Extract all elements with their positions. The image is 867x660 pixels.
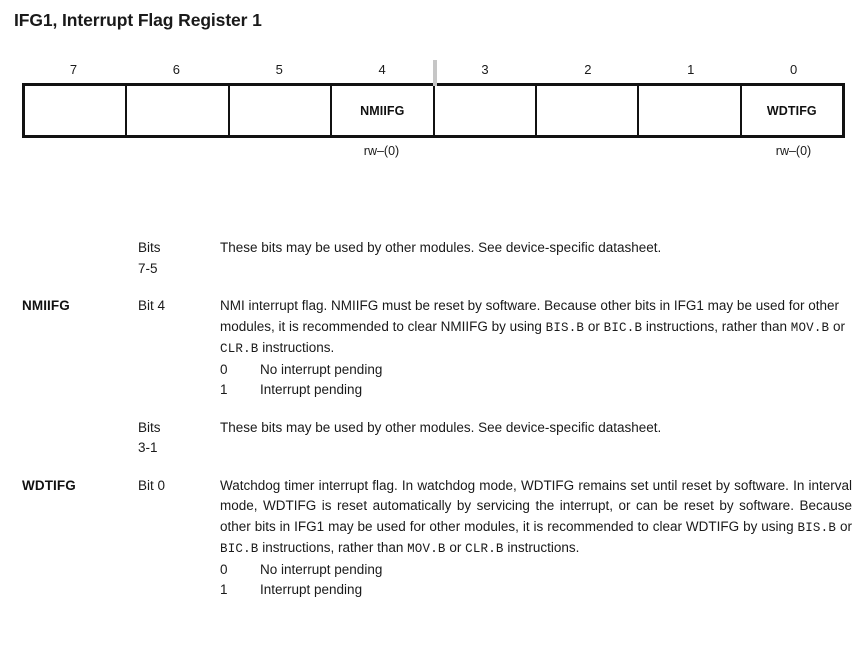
enum-key: 0 <box>220 561 228 577</box>
enum-value: Interrupt pending <box>260 582 363 597</box>
enum-item: 1 Interrupt pending <box>220 380 852 401</box>
instruction-mnemonic: BIS.B <box>797 520 837 535</box>
field-bits: Bit 4 <box>138 296 220 317</box>
field-description-text: NMI interrupt flag. NMIIFG must be reset… <box>220 296 852 360</box>
instruction-mnemonic: MOV.B <box>407 542 446 556</box>
field-description-table: Bits 7-5 These bits may be used by other… <box>22 238 852 618</box>
page-title: IFG1, Interrupt Flag Register 1 <box>14 10 262 30</box>
field-name: WDTIFG <box>22 477 76 493</box>
bit-cell-5 <box>230 86 333 135</box>
field-row-wdtifg: WDTIFG Bit 0 Watchdog timer interrupt fl… <box>22 476 852 601</box>
field-bits-line1: Bit 4 <box>138 298 166 313</box>
enum-key: 1 <box>220 582 228 597</box>
field-bits-line1: Bits <box>138 419 161 435</box>
instruction-mnemonic: MOV.B <box>790 320 830 335</box>
field-description: These bits may be used by other modules.… <box>220 238 852 259</box>
bit-number: 3 <box>481 62 489 77</box>
desc-segment: or <box>584 318 604 334</box>
instruction-mnemonic: CLR.B <box>220 342 259 356</box>
desc-segment: or <box>829 318 846 334</box>
enum-value: Interrupt pending <box>260 382 363 397</box>
bit-number: 5 <box>275 62 283 77</box>
bit-cell-7 <box>25 86 128 135</box>
bit-number-row: 7 6 5 4 3 2 1 0 <box>22 62 845 83</box>
field-description-text: Watchdog timer interrupt flag. In watchd… <box>220 476 852 560</box>
value-enumeration: 0 No interrupt pending 1 Interrupt pendi… <box>220 560 852 601</box>
access-label-bit4: rw–(0) <box>363 144 400 158</box>
value-enumeration: 0 No interrupt pending 1 Interrupt pendi… <box>220 360 852 401</box>
enum-value: No interrupt pending <box>260 561 383 577</box>
bit-number: 6 <box>172 62 180 77</box>
bit-cell-2 <box>537 86 640 135</box>
bit-cell-1 <box>639 86 742 135</box>
bit-cell-4: NMIIFG <box>332 86 435 135</box>
field-description-text: These bits may be used by other modules.… <box>220 240 662 255</box>
access-label-bit0: rw–(0) <box>775 144 812 158</box>
bit-number: 4 <box>378 62 386 77</box>
field-bits-line1: Bits <box>138 240 161 255</box>
bit-number: 2 <box>584 62 592 77</box>
bit-number: 7 <box>69 62 78 77</box>
bit-number: 0 <box>789 62 798 77</box>
register-bit-diagram: 7 6 5 4 3 2 1 0 NMIIFG WDTIFG rw–(0) rw–… <box>22 60 845 160</box>
field-bits-line1: Bit 0 <box>138 477 166 493</box>
field-row-bits-3-1: Bits 3-1 These bits may be used by other… <box>22 418 852 459</box>
desc-segment: or <box>445 540 466 555</box>
field-row-bits-7-5: Bits 7-5 These bits may be used by other… <box>22 238 852 279</box>
field-bits-line2: 3-1 <box>138 440 158 455</box>
desc-segment: Watchdog timer interrupt flag. In watchd… <box>220 477 852 534</box>
field-bits: Bit 0 <box>138 476 220 497</box>
enum-key: 0 <box>220 361 228 377</box>
bit-cell-6 <box>127 86 230 135</box>
field-description-text: These bits may be used by other modules.… <box>220 419 662 435</box>
desc-segment: instructions. <box>258 340 335 355</box>
instruction-mnemonic: BIC.B <box>603 320 643 335</box>
instruction-mnemonic: CLR.B <box>465 542 504 556</box>
desc-segment: instructions, rather than <box>642 318 791 334</box>
field-name: NMIIFG <box>22 298 70 313</box>
enum-item: 0 No interrupt pending <box>220 360 852 381</box>
field-description: These bits may be used by other modules.… <box>220 418 852 439</box>
instruction-mnemonic: BIS.B <box>545 320 585 335</box>
enum-key: 1 <box>220 382 228 397</box>
field-row-nmiifg: NMIIFG Bit 4 NMI interrupt flag. NMIIFG … <box>22 296 852 401</box>
field-bits: Bits 3-1 <box>138 418 220 459</box>
field-description: Watchdog timer interrupt flag. In watchd… <box>220 476 852 601</box>
bit-cell-row: NMIIFG WDTIFG <box>22 83 845 138</box>
field-bits-line2: 7-5 <box>138 260 158 276</box>
field-description: NMI interrupt flag. NMIIFG must be reset… <box>220 296 852 401</box>
bit-cell-3 <box>435 86 537 135</box>
field-bits: Bits 7-5 <box>138 238 220 279</box>
enum-value: No interrupt pending <box>260 361 383 377</box>
desc-segment: NMI interrupt flag. NMIIFG must be reset… <box>220 298 840 334</box>
byte-boundary-marker <box>433 60 437 86</box>
instruction-mnemonic: BIC.B <box>220 542 259 556</box>
bit-number: 1 <box>687 62 695 77</box>
enum-item: 0 No interrupt pending <box>220 560 852 581</box>
desc-segment: instructions. <box>503 540 580 555</box>
access-annotation-row: rw–(0) rw–(0) <box>22 138 845 160</box>
enum-item: 1 Interrupt pending <box>220 580 852 601</box>
bit-cell-0: WDTIFG <box>766 103 817 118</box>
desc-segment: instructions, rather than <box>258 540 408 555</box>
desc-segment: or <box>836 518 852 534</box>
